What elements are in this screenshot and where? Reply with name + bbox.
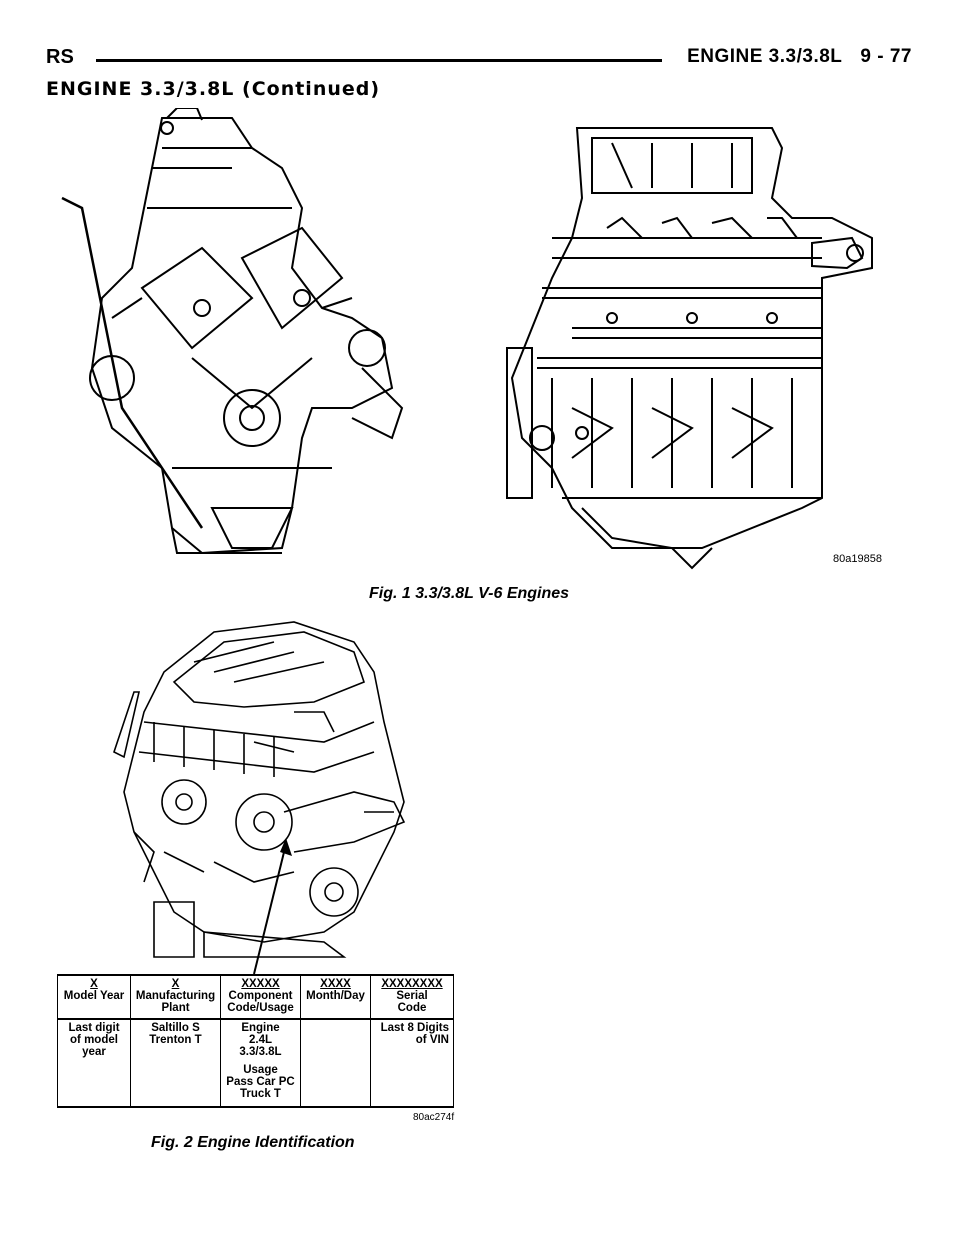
table-cell bbox=[300, 1019, 371, 1108]
header-title-block: ENGINE 3.3/3.8L 9 - 77 bbox=[687, 46, 912, 68]
figure1-caption: Fig. 1 3.3/3.8L V-6 Engines bbox=[369, 585, 570, 602]
header-section-code: RS bbox=[46, 46, 74, 68]
header-title: ENGINE 3.3/3.8L bbox=[687, 46, 843, 67]
page-header: RS ENGINE 3.3/3.8L 9 - 77 bbox=[46, 40, 912, 80]
header-rule bbox=[96, 59, 662, 62]
figure1-code: 80a19858 bbox=[833, 553, 882, 565]
engine-isometric-illustration bbox=[113, 621, 406, 974]
figure2-caption: Fig. 2 Engine Identification bbox=[151, 1134, 355, 1151]
engine-cross-section-illustration bbox=[61, 108, 873, 570]
front-view-engine-drawing bbox=[61, 108, 404, 555]
figure2-code: 80ac274f bbox=[413, 1112, 455, 1123]
page-number: 9 - 77 bbox=[860, 46, 912, 67]
section-title: ENGINE 3.3/3.8L (Continued) bbox=[46, 78, 381, 100]
side-view-engine-drawing bbox=[506, 127, 873, 570]
